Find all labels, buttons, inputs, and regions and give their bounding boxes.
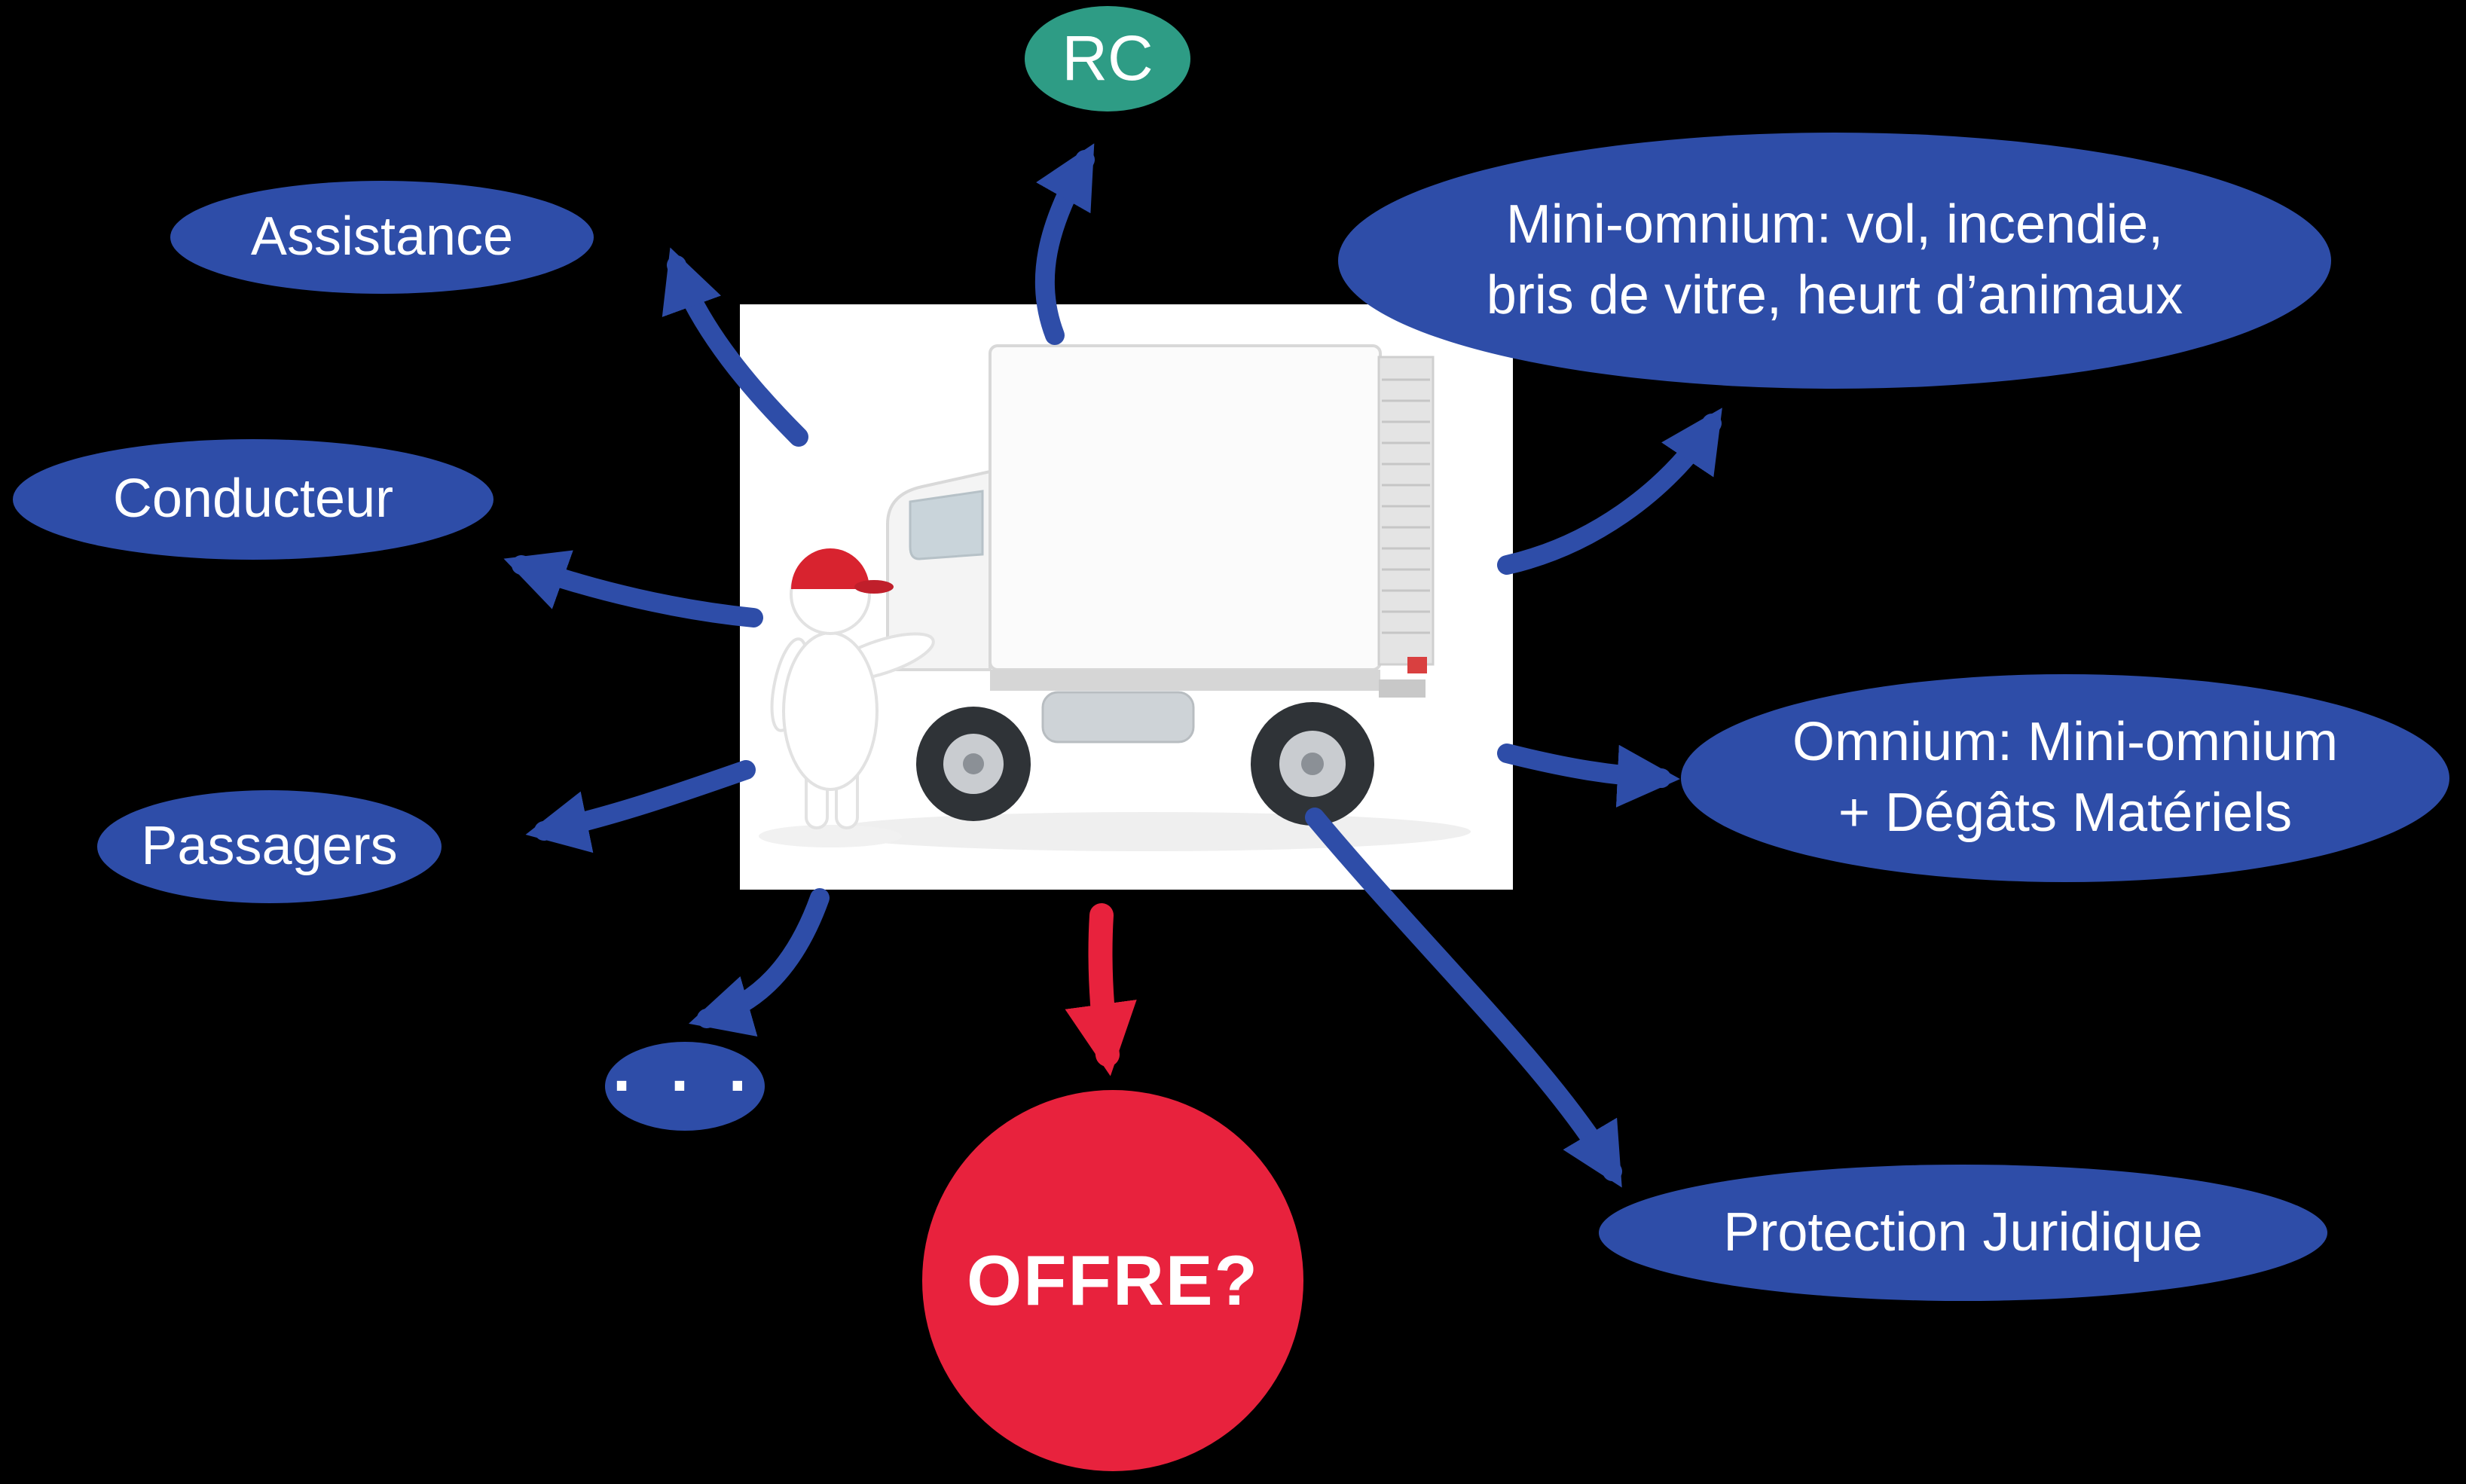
node-ellipsis-label: . . . [612, 1030, 758, 1105]
truck-taillight [1407, 657, 1427, 673]
rear-wheel-hub [1301, 753, 1324, 775]
worker-figure [770, 548, 935, 829]
worker-cap-brim [854, 580, 894, 594]
truck-shutter-slats [1382, 378, 1430, 634]
node-passagers-label: Passagers [141, 816, 398, 877]
truck-cargo-box [989, 344, 1382, 671]
node-mini-omnium: Mini-omnium: vol, incendie, bris de vitr… [1338, 133, 2331, 389]
worker-body [782, 631, 879, 791]
node-protection-juridique: Protection Juridique [1599, 1165, 2327, 1301]
truck-shadow [823, 812, 1471, 851]
node-conducteur-label: Conducteur [112, 469, 394, 530]
node-offre-label: OFFRE? [967, 1240, 1259, 1320]
arrow-to-passagers [525, 760, 756, 853]
node-assistance: Assistance [170, 181, 594, 294]
node-conducteur: Conducteur [13, 439, 494, 560]
node-rc: RC [1025, 6, 1190, 111]
node-mini-omnium-line1: Mini-omnium: vol, incendie, [1505, 194, 2164, 255]
truck-fuel-tank [1041, 691, 1195, 744]
node-offre: OFFRE? [922, 1090, 1303, 1471]
truck-image-panel [740, 304, 1513, 890]
truck-rear-bumper [1379, 679, 1426, 698]
truck-rear-shutter [1377, 356, 1435, 666]
node-passagers: Passagers [97, 790, 442, 903]
node-protection-juridique-label: Protection Juridique [1723, 1202, 2203, 1263]
truck-wheels [916, 702, 1374, 826]
node-omnium-line2: + Dégâts Matériels [1838, 783, 2293, 843]
front-wheel-hub [963, 753, 984, 774]
arrow-to-ellipsis [689, 888, 830, 1037]
arrow-to-omnium [1497, 744, 1680, 808]
truck-body [886, 344, 1435, 744]
node-mini-omnium-line2: bris de vitre, heurt d’animaux [1486, 265, 2183, 325]
truck-chassis [990, 670, 1380, 691]
node-assistance-label: Assistance [250, 206, 514, 267]
arrow-to-offre [1065, 903, 1137, 1076]
arrow-to-conducteur [503, 550, 763, 627]
node-rc-label: RC [1062, 23, 1154, 94]
node-omnium-line1: Omnium: Mini-omnium [1792, 712, 2339, 773]
worker-red-cap [791, 548, 869, 589]
truck-illustration [740, 304, 1513, 890]
truck-cab-window [909, 490, 984, 560]
worker-shadow [759, 825, 902, 847]
node-ellipsis: . . . [605, 1031, 765, 1131]
arrow-to-mini-omnium [1497, 408, 1722, 575]
node-omnium: Omnium: Mini-omnium + Dégâts Matériels [1681, 674, 2449, 882]
